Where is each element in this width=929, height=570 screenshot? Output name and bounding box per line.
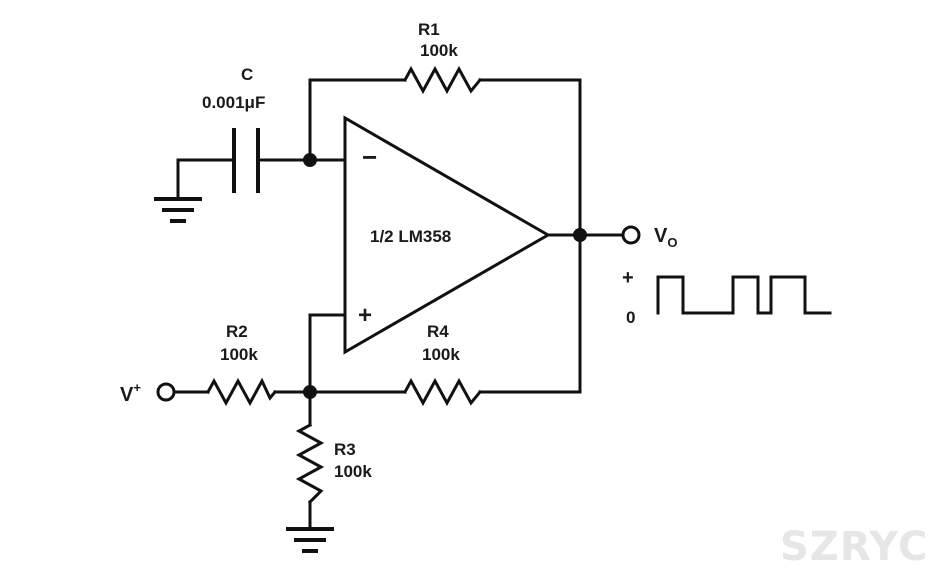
vplus-label-main: V	[120, 384, 134, 406]
resistor-r2	[205, 377, 278, 407]
wire-r1-left	[308, 78, 407, 162]
square-wave-icon	[656, 275, 832, 315]
wire-cap-left	[176, 158, 236, 199]
vplus-label-sup: +	[133, 380, 141, 395]
wire-r1-right	[478, 78, 582, 237]
r3-name: R3	[334, 440, 356, 459]
wire-r4-right	[478, 233, 582, 394]
c-value: 0.001μF	[202, 93, 265, 112]
r3-value: 100k	[334, 462, 372, 481]
resistor-r1	[402, 65, 483, 95]
watermark: SZRYC	[780, 524, 928, 570]
r2-name: R2	[226, 322, 248, 341]
r2-value: 100k	[220, 345, 258, 364]
r1-name: R1	[418, 20, 440, 39]
opamp-label: 1/2 LM358	[370, 227, 451, 246]
output-label-main: V	[654, 225, 668, 247]
junction-noninverting	[303, 385, 317, 399]
r1-value: 100k	[420, 41, 458, 60]
c-name: C	[241, 65, 253, 84]
waveform-low-label: 0	[626, 308, 635, 327]
wire-noninv	[308, 313, 347, 394]
r4-name: R4	[427, 322, 449, 341]
opamp-noninverting-symbol: +	[358, 302, 372, 329]
resistor-r3	[295, 422, 325, 505]
capacitor-c	[232, 128, 260, 193]
output-label: VO	[654, 225, 677, 250]
vplus-label: V+	[120, 380, 141, 406]
opamp-inverting-symbol: −	[362, 142, 377, 172]
output-terminal	[621, 225, 641, 245]
ground-icon-bottom	[286, 527, 334, 553]
resistor-r4	[402, 377, 483, 407]
output-label-sub: O	[667, 235, 677, 250]
junction-output	[573, 228, 587, 242]
opamp-triangle	[343, 115, 552, 355]
ground-icon-left	[154, 197, 202, 223]
junction-inverting	[303, 153, 317, 167]
waveform-high-label: +	[622, 267, 634, 289]
vplus-terminal	[156, 382, 176, 402]
r4-value: 100k	[422, 345, 460, 364]
